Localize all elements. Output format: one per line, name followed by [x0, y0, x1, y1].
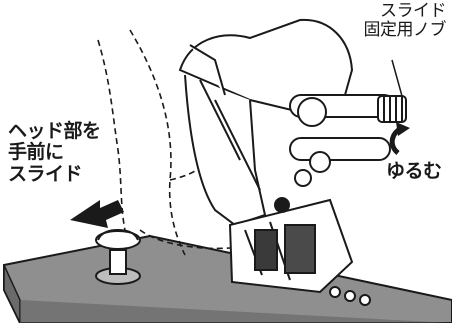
rotate-arrow-icon [389, 122, 410, 155]
slide-rails [289, 94, 396, 187]
head-forward-label: ヘッド部を 手前に スライド [8, 120, 101, 185]
head-forward-label-line1: ヘッド部を [8, 120, 101, 142]
head-forward-label-line2: 手前に [8, 141, 64, 164]
loosen-label: ゆるむ [386, 160, 442, 182]
slide-lock-knob [377, 59, 407, 123]
arrow-left-icon [70, 200, 124, 228]
turntable-base [228, 197, 371, 306]
base-knob [95, 228, 141, 285]
slide-lock-knob-label: スライド 固定用ノブ [363, 1, 447, 41]
workbench [3, 234, 452, 323]
dashed-head-outline [97, 29, 231, 256]
slide-lock-knob-label-line1: スライド [380, 1, 446, 21]
head-forward-label-line3: スライド [8, 162, 83, 185]
saw-head [178, 18, 354, 227]
slide-lock-knob-label-line2: 固定用ノブ [363, 20, 447, 41]
